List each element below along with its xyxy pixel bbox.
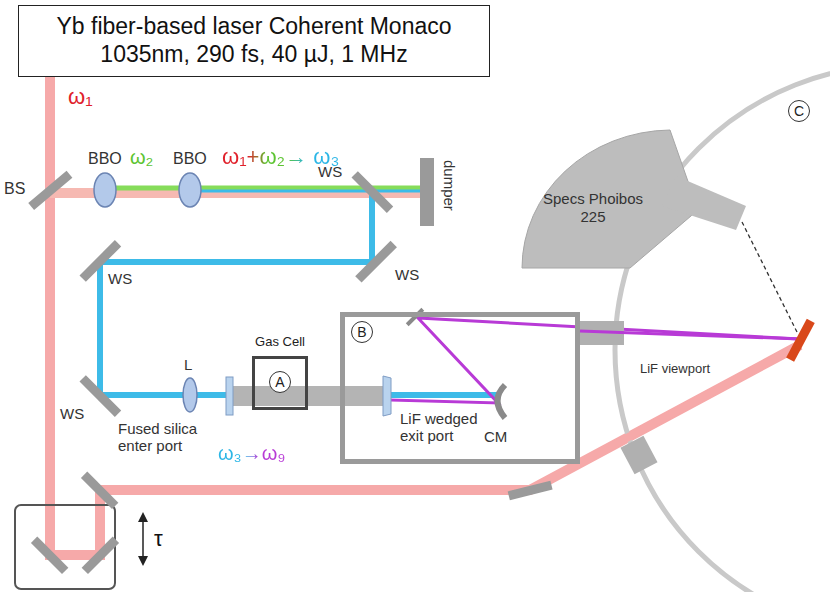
path-shape: [383, 376, 391, 416]
gas-cell-title: Gas Cell: [247, 334, 313, 349]
callout-letter: B: [351, 321, 373, 343]
gas-cell-body: A: [252, 356, 308, 410]
rect-shape: [79, 375, 121, 417]
rect-shape: [351, 171, 393, 213]
rect-shape: [508, 481, 553, 500]
vacuum-chamber: B: [340, 312, 580, 464]
ellipse-shape: [94, 173, 116, 207]
rect-shape: [406, 308, 424, 326]
path-shape: [138, 512, 148, 566]
rect-shape: [82, 537, 119, 574]
rect-shape: [355, 241, 397, 283]
part-label: Fused silica enter port: [118, 420, 210, 455]
analyzer-name: Specs Phoibos 225: [538, 190, 648, 226]
part-label: LiF wedged exit port: [400, 410, 496, 445]
part-label: L: [184, 356, 192, 373]
ellipse-shape: [179, 173, 201, 207]
laser-name: Yb fiber-based laser Coherent Monaco: [56, 13, 451, 41]
emission-path: [742, 222, 798, 334]
path-shape: [498, 385, 506, 418]
rect-shape: [28, 171, 72, 210]
laser-specs: 1035nm, 290 fs, 40 µJ, 1 MHz: [100, 41, 407, 69]
line-shape: [142, 516, 144, 562]
rect-shape: [81, 472, 118, 509]
red-beam: [610, 345, 800, 447]
magenta-beam: [580, 331, 800, 339]
part-label: WS: [318, 163, 342, 180]
part-label: CM: [484, 428, 507, 445]
callout-letter: A: [269, 371, 291, 393]
process-label: ω₃→ω₉: [218, 442, 285, 465]
part-label: LiF viewport: [640, 362, 712, 377]
rect-shape: [15, 505, 115, 589]
line-shape: [190, 190, 420, 193]
path-shape: [100, 191, 498, 395]
gas-cell: Gas CellA: [247, 334, 313, 412]
analyzer-lens: [662, 176, 746, 230]
sample: [786, 319, 815, 362]
rect-shape: [226, 377, 233, 415]
part-label: WS: [108, 270, 132, 287]
rect-shape: [420, 158, 434, 226]
part-label: dumper: [441, 160, 458, 211]
part-label: WS: [60, 405, 84, 422]
delay-label: τ: [154, 526, 163, 551]
beam-label: ω₂: [130, 146, 153, 169]
laser-box: Yb fiber-based laser Coherent Monaco1035…: [18, 5, 490, 77]
part-label: BBO: [173, 150, 207, 168]
beam-label: ω₁: [68, 84, 93, 109]
part-label: BBO: [88, 150, 122, 168]
path-shape: [50, 75, 800, 555]
part-label: BS: [4, 180, 25, 198]
ellipse-shape: [183, 378, 197, 412]
callout-letter: C: [788, 100, 810, 122]
part-label: WS: [395, 266, 419, 283]
rect-shape: [31, 537, 68, 574]
